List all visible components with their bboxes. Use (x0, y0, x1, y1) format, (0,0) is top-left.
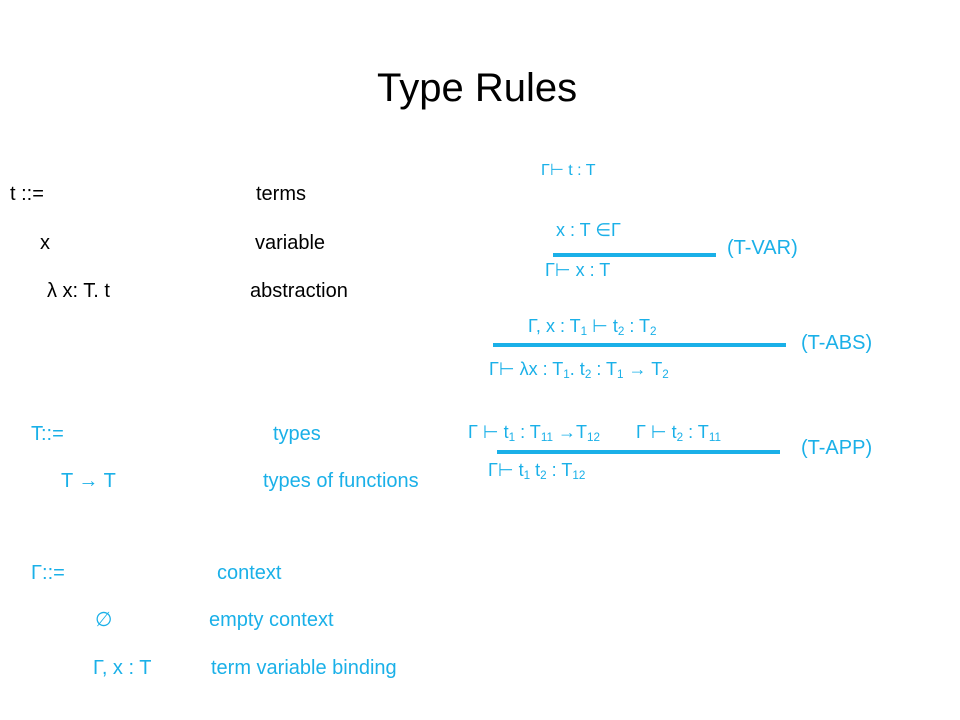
types-row-function-form: T → T (61, 470, 116, 492)
tabs-rule-bar (493, 343, 786, 347)
judgment-form: Γ⊢ t : T (541, 162, 596, 179)
context-row-empty-form: ∅ (95, 609, 113, 631)
tapp-premise-right: Γ ⊢ t2 : T11 (636, 422, 721, 444)
context-row-binding-desc: term variable binding (211, 657, 397, 679)
types-row-function-desc: types of functions (263, 470, 419, 492)
terms-head: t ::= (10, 183, 44, 205)
terms-row-variable-form: x (40, 232, 50, 254)
context-row-empty-desc: empty context (209, 609, 334, 631)
context-head: Γ::= (31, 562, 65, 584)
terms-row-variable-desc: variable (255, 232, 326, 254)
slide-title: Type Rules (377, 66, 578, 110)
tvar-name: (T-VAR) (727, 237, 798, 259)
terms-row-abstraction-desc: abstraction (250, 280, 348, 302)
types-head-desc: types (273, 423, 321, 445)
tabs-name: (T-ABS) (801, 332, 873, 354)
terms-row-abstraction-form: λ x: T. t (47, 280, 110, 302)
tvar-premise: x : T ∈Γ (556, 220, 621, 240)
context-row-binding-form: Γ, x : T (93, 657, 152, 679)
tabs-conclusion: Γ⊢ λx : T1. t2 : T1 → T2 (489, 359, 669, 381)
tapp-premise-left: Γ ⊢ t1 : T11 →T12 (468, 422, 600, 444)
tabs-premise: Γ, x : T1 ⊢ t2 : T2 (528, 316, 657, 338)
terms-head-desc: terms (256, 183, 306, 205)
tapp-name: (T-APP) (801, 437, 873, 459)
tapp-conclusion: Γ⊢ t1 t2 : T12 (488, 460, 586, 482)
tapp-rule-bar (497, 450, 780, 454)
context-head-desc: context (217, 562, 282, 584)
tvar-conclusion: Γ⊢ x : T (545, 260, 611, 280)
tvar-rule-bar (553, 253, 716, 257)
types-head: T::= (31, 423, 64, 445)
